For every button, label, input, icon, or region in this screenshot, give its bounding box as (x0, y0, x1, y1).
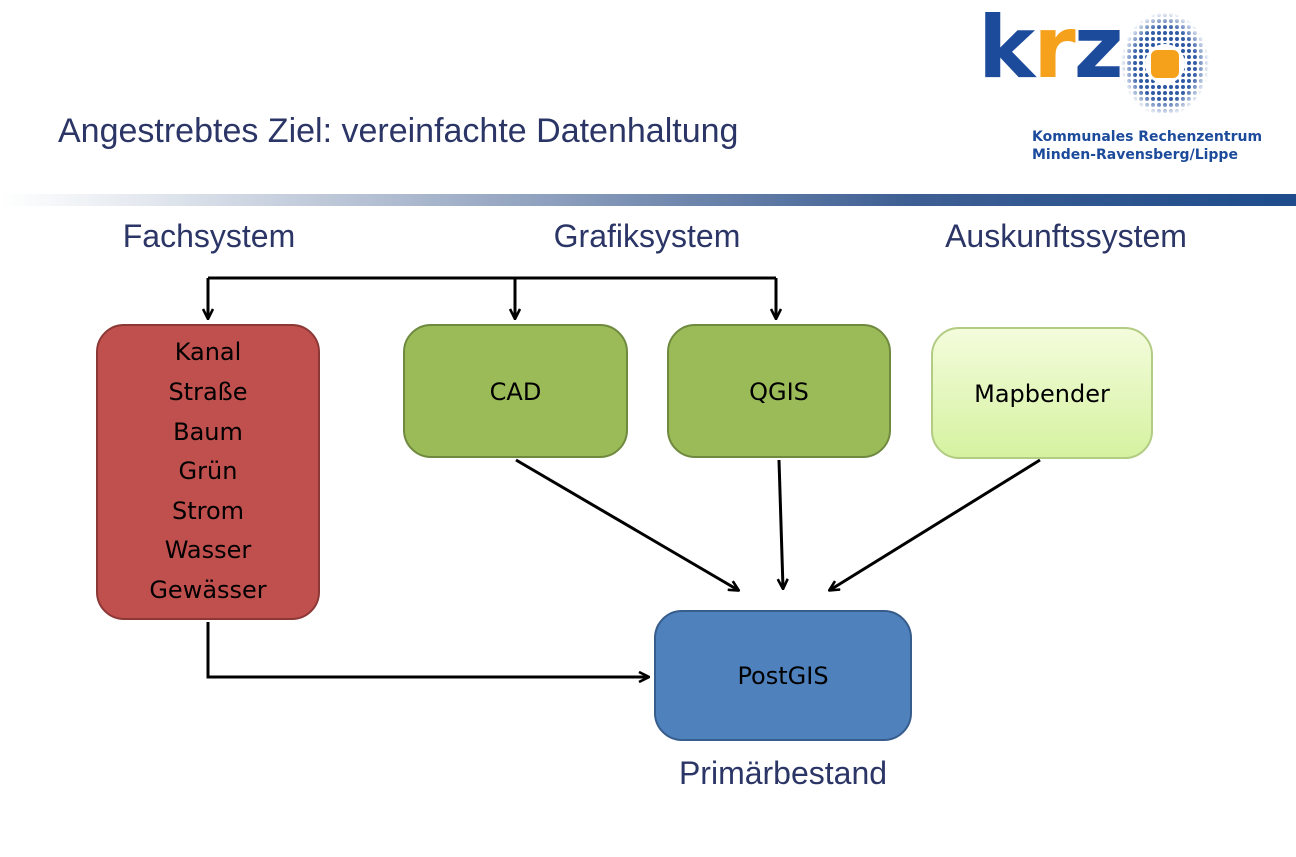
layer-item-gewaesser: Gewässer (149, 575, 267, 604)
logo-subtitle-line2: Minden-Ravensberg/Lippe (1032, 147, 1238, 163)
layer-item-strom: Strom (171, 496, 245, 525)
logo-letter-k: k (978, 0, 1035, 98)
column-label-fachsystem: Fachsystem (122, 218, 296, 254)
column-label-auskunftssystem: Auskunftssystem (945, 218, 1187, 254)
node-postgis: PostGIS (654, 610, 912, 741)
layer-item-strasse: Straße (168, 378, 248, 407)
label-primaerbestand: Primärbestand (678, 755, 888, 791)
title-divider (0, 194, 1296, 206)
edge-mapbender-to-postgis (830, 458, 1041, 590)
logo-subtitle: Kommunales Rechenzentrum Minden-Ravensbe… (1032, 128, 1262, 164)
node-cad: CAD (403, 324, 628, 458)
krz-dot-sun-icon (1120, 6, 1210, 116)
logo-subtitle-line1: Kommunales Rechenzentrum (1032, 129, 1263, 145)
node-qgis: QGIS (667, 324, 891, 458)
node-qgis-label: QGIS (749, 378, 809, 406)
layer-item-gruen: Grün (178, 457, 238, 486)
edge-cad-to-postgis (515, 458, 738, 590)
node-fachsystem-layers: Kanal Straße Baum Grün Strom Wasser Gewä… (96, 324, 320, 620)
logo-letter-r: r (1033, 0, 1075, 98)
edge-fach-to-postgis (206, 622, 648, 677)
logo-letter-z: z (1073, 0, 1124, 98)
node-mapbender-label: Mapbender (974, 380, 1110, 408)
column-label-grafiksystem: Grafiksystem (553, 218, 741, 254)
slide-title: Angestrebtes Ziel: vereinfachte Datenhal… (58, 112, 739, 150)
layer-item-kanal: Kanal (174, 338, 242, 367)
layer-item-wasser: Wasser (164, 536, 252, 565)
edge-qgis-to-postgis (779, 459, 783, 588)
node-cad-label: CAD (489, 378, 542, 406)
layer-item-baum: Baum (173, 417, 243, 446)
node-mapbender: Mapbender (931, 327, 1153, 459)
node-postgis-label: PostGIS (737, 661, 829, 690)
krz-logo-wordmark: krz (978, 0, 1124, 98)
